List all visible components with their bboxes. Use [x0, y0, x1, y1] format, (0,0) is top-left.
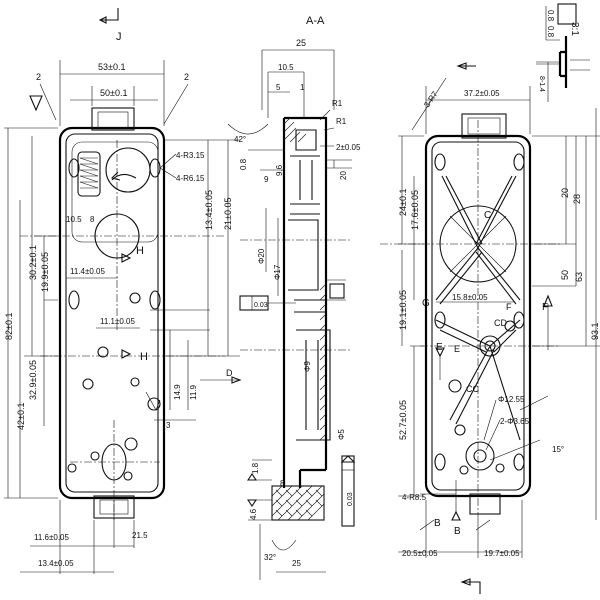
dim-9-6: 9.6 — [275, 164, 284, 176]
detail-3-1: 3:1 0.8 0.8 8-1.4 — [536, 3, 590, 102]
dim-11-6: 11.6±0.05 — [34, 533, 69, 542]
dim-21: 21±0.05 — [223, 198, 233, 230]
dim-25: 25 — [296, 38, 306, 48]
dim-63: 63 — [574, 272, 584, 282]
section-mark-d: D — [226, 368, 233, 378]
tol-003: 0.03 — [254, 302, 268, 309]
dim-phi17: Φ17 — [273, 264, 282, 280]
label-cd: CD — [494, 318, 507, 328]
dim-1-8: 1.8 — [251, 462, 260, 474]
dim-8-sec: 8 — [280, 479, 285, 488]
label-f: F — [542, 302, 548, 313]
dim-r315: 4-R3.15 — [176, 151, 205, 160]
dim-19-9: 19.9±0.05 — [40, 252, 50, 292]
corner-hole — [68, 158, 80, 178]
detail-dim-08a: 0.8 — [546, 10, 555, 22]
dim-2-left: 2 — [36, 72, 41, 82]
label-b: B — [454, 526, 461, 537]
dim-8: 8 — [90, 215, 95, 224]
dim-32deg: 32° — [264, 553, 276, 562]
dim-42: 42±0.1 — [16, 403, 26, 430]
front-view: H H 53±0.1 50±0.1 2 2 4-R3.15 4-R6.15 13… — [4, 60, 242, 574]
dim-37-2: 37.2±0.05 — [464, 89, 500, 98]
dim-2-right: 2 — [184, 72, 189, 82]
coil-spring — [77, 151, 101, 197]
section-mark-h: H — [140, 351, 148, 363]
dim-20-right: 20 — [560, 188, 570, 198]
label-b2: B — [434, 518, 441, 529]
dim-4-r8-5: 4-R8.5 — [402, 493, 427, 502]
label-g: G — [422, 298, 430, 309]
label-c: C — [484, 210, 491, 221]
dim-phi5: Φ5 — [337, 429, 346, 440]
view-j-marker: J — [98, 8, 122, 43]
upper-circle — [105, 147, 151, 193]
label-f2: F — [506, 302, 512, 312]
tol-003-right: 0.03 — [347, 492, 354, 506]
dim-4-6: 4.6 — [249, 508, 258, 520]
dim-5-sec: 5 — [276, 83, 281, 92]
corner-hole — [68, 290, 80, 310]
detail-scale: 3:1 — [569, 22, 580, 36]
dim-1-sec: 1 — [300, 83, 305, 92]
dim-0-8: 0.8 — [239, 158, 248, 170]
dim-11-4: 11.4±0.05 — [70, 267, 105, 276]
dim-30-2: 30.2±0.1 — [28, 245, 38, 280]
dim-3: 3 — [166, 421, 171, 430]
dim-19-7: 19.7±0.05 — [484, 549, 520, 558]
dim-53: 53±0.1 — [98, 62, 125, 72]
dim-14-9: 14.9 — [173, 384, 182, 400]
dim-phi9: Φ9 — [303, 361, 312, 372]
dim-50-right: 50 — [560, 270, 570, 280]
dim-10-5-sec: 10.5 — [278, 63, 294, 72]
label-cc: CC — [466, 384, 479, 394]
tolerance-frame-right — [341, 455, 355, 527]
dim-9: 9 — [264, 175, 269, 184]
dim-17-6: 17.6±0.05 — [410, 190, 420, 230]
dim-82: 82±0.1 — [4, 313, 14, 340]
dim-r1a: R1 — [332, 99, 343, 108]
dim-20-5: 20.5±0.05 — [402, 549, 438, 558]
dim-24: 24±0.1 — [398, 189, 408, 216]
section-view-aa: A-A 25 10.5 5 1 R1 R1 2±0.05 42° 0.8 — [227, 15, 361, 580]
dim-10-5: 10.5 — [66, 215, 82, 224]
dim-r1b: R1 — [336, 117, 347, 126]
dim-13-4b: 13.4±0.05 — [38, 559, 74, 568]
detail-dim-8-1-4: 8-1.4 — [538, 76, 545, 92]
dim-15-8: 15.8±0.05 — [452, 293, 488, 302]
label-e2: E — [454, 344, 460, 354]
right-view: C CC CD G F F E E 15.8±0.05 Φ12.55 2-Φ3.… — [380, 62, 600, 594]
section-title: A-A — [306, 15, 325, 27]
dim-2-phi3-65: 2-Φ3.65 — [500, 417, 530, 426]
dim-21-5: 21.5 — [132, 531, 148, 540]
dim-phi12-55: Φ12.55 — [498, 395, 525, 404]
datum-triangle — [29, 95, 43, 112]
section-base — [271, 485, 325, 521]
detail-dim-08b: 0.8 — [546, 26, 555, 38]
dim-20-sec: 20 — [339, 171, 348, 180]
dim-93-1: 93.1 — [590, 322, 600, 340]
dim-2-sec: 2±0.05 — [336, 143, 361, 152]
dim-42deg: 42° — [234, 135, 246, 144]
dim-52-7: 52.7±0.05 — [398, 400, 408, 440]
dim-11-9: 11.9 — [189, 384, 198, 400]
dim-19-1: 19.1±0.05 — [398, 290, 408, 330]
dim-28: 28 — [572, 194, 582, 204]
dim-phi20: Φ20 — [257, 248, 266, 264]
dim-r615: 4-R6.15 — [176, 174, 205, 183]
corner-hole — [149, 290, 161, 310]
view-j-label: J — [116, 31, 122, 43]
section-mark-h: H — [136, 245, 144, 257]
dim-11-1: 11.1±0.05 — [100, 317, 135, 326]
dim-3-r7: 3-R7 — [422, 89, 440, 109]
dim-32-9: 32.9±0.05 — [28, 360, 38, 400]
front-outer-body — [58, 126, 166, 500]
dim-25-bottom: 25 — [292, 559, 301, 568]
dim-13-4: 13.4±0.05 — [204, 190, 214, 230]
dim-50: 50±0.1 — [100, 88, 127, 98]
section-body — [282, 116, 328, 488]
dim-15deg: 15° — [552, 445, 564, 454]
